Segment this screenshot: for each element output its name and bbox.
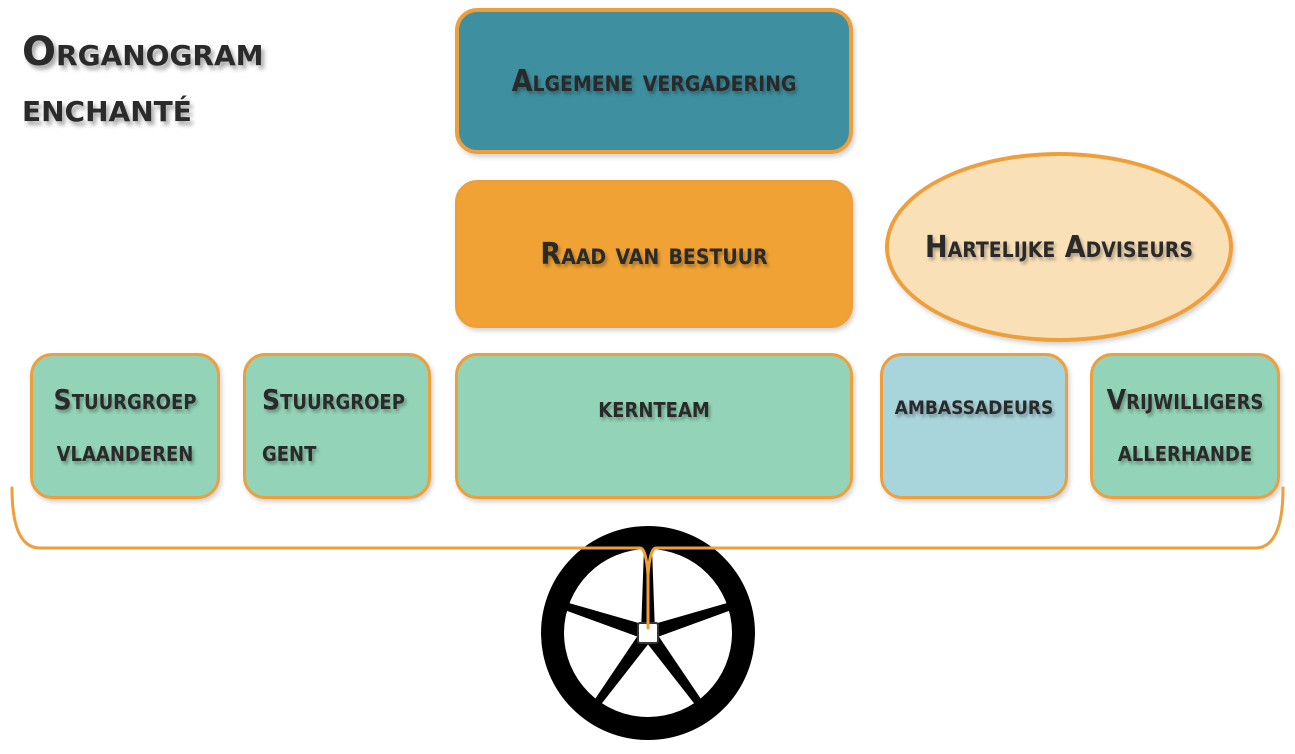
node-algemene-vergadering: Algemene vergadering [455,8,853,154]
page-title: Organogram enchanté [22,24,264,136]
node-ambassadeurs: ambassadeurs [880,353,1068,499]
node-label-line-2: gent [262,435,317,468]
wheel-spokes [565,548,731,705]
node-label-line-1: Stuurgroep [262,383,405,416]
node-label: ambassadeurs [894,390,1054,421]
node-label: kernteam [598,391,710,424]
node-label: Raad van bestuur [540,236,768,272]
wheel-icon [541,526,755,740]
node-label: Algemene vergadering [511,63,797,99]
node-vrijwilligers-allerhande: Vrijwilligers allerhande [1090,353,1280,499]
node-kernteam: kernteam [455,353,853,499]
node-label-line-1: Stuurgroep [53,383,197,416]
node-stuurgroep-vlaanderen: Stuurgroep vlaanderen [30,353,220,499]
node-label: Hartelijke Adviseurs [925,229,1193,265]
node-label-line-2: vlaanderen [56,435,194,468]
title-line-2: enchanté [22,85,192,131]
title-line-1: Organogram [22,29,264,75]
node-label-line-2: allerhande [1117,435,1253,468]
node-stuurgroep-gent: Stuurgroep gent [243,353,431,499]
node-label-line-1: Vrijwilligers [1106,383,1264,416]
node-hartelijke-adviseurs: Hartelijke Adviseurs [885,152,1233,342]
node-raad-van-bestuur: Raad van bestuur [455,180,853,328]
